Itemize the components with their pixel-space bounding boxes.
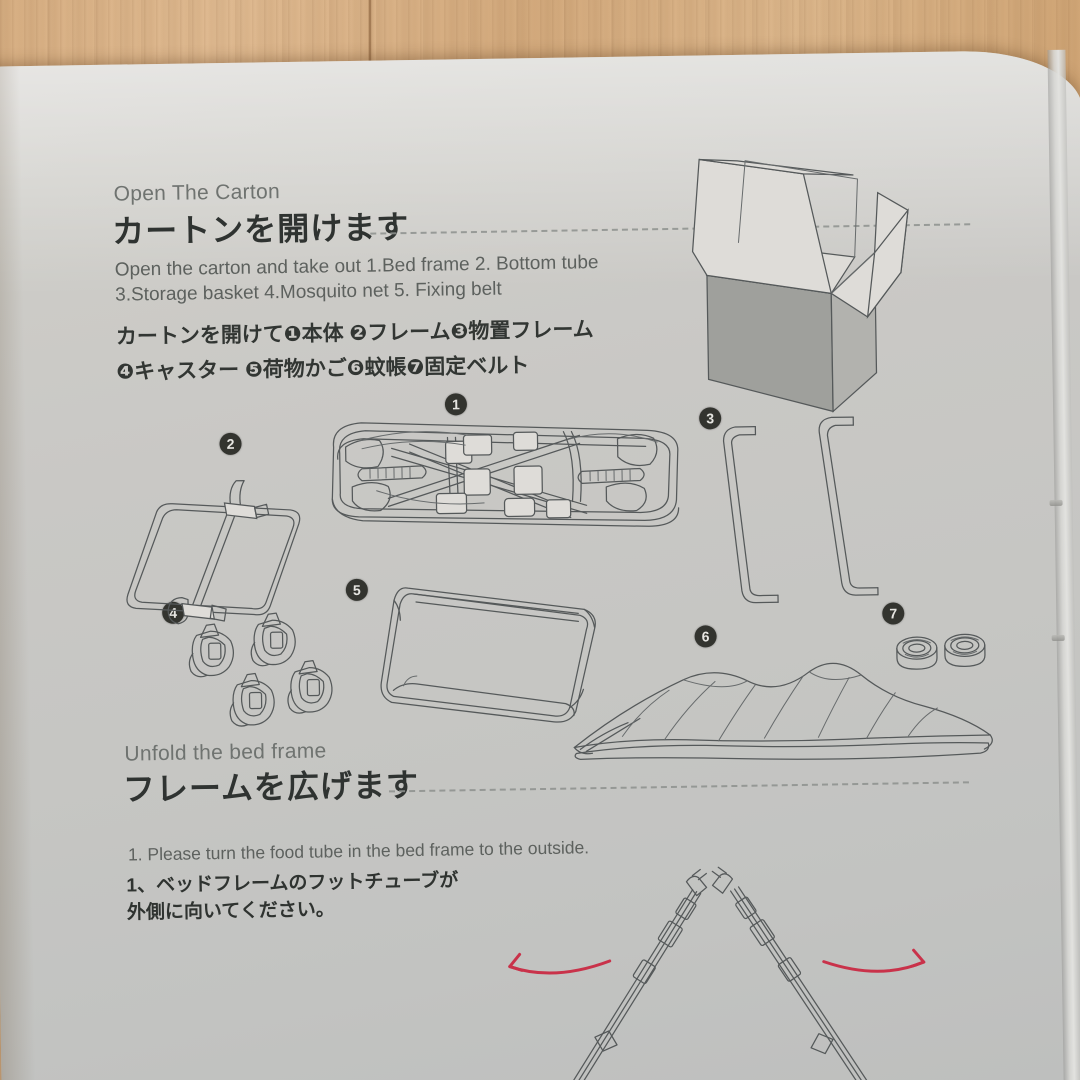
part-7-fixing-belts-illustration <box>896 633 986 670</box>
part-2-bottom-tube-illustration <box>126 480 301 625</box>
unfold-tubes-illustration <box>508 866 926 1080</box>
section-1-heading-en: Open The Carton <box>113 180 281 206</box>
section-2-heading-jp: フレームを広げます <box>122 766 420 808</box>
part-badge-6: 6 <box>694 625 717 648</box>
section-2-rule <box>389 781 969 793</box>
part-1-bed-frame-illustration <box>331 422 680 527</box>
part-4-casters-illustration <box>188 612 333 727</box>
page-content: Open The Carton カートンを開けます Open the carto… <box>0 49 1080 1080</box>
carton-illustration <box>691 158 909 413</box>
part-5-storage-basket-illustration <box>380 587 596 723</box>
part-badge-5: 5 <box>345 578 369 602</box>
section-1-heading-jp: カートンを開けます <box>111 209 410 250</box>
part-badge-2: 2 <box>219 432 242 456</box>
section-2-step-en: 1. Please turn the food tube in the bed … <box>127 837 590 865</box>
part-6-mosquito-net-illustration <box>573 662 993 761</box>
part-3-storage-frame-illustration <box>722 416 879 604</box>
section-1-body-en: Open the carton and take out 1.Bed frame… <box>114 252 599 306</box>
manual-page: Open The Carton カートンを開けます Open the carto… <box>0 49 1080 1080</box>
section-1-body-jp: カートンを開けて❶本体 ❷フレーム❸物置フレーム ❹キャスター ❺荷物かご❻蚊帳… <box>115 318 594 384</box>
section-2-step-jp: 1、ベッドフレームのフットチューブが 外側に向いてください。 <box>126 870 459 924</box>
